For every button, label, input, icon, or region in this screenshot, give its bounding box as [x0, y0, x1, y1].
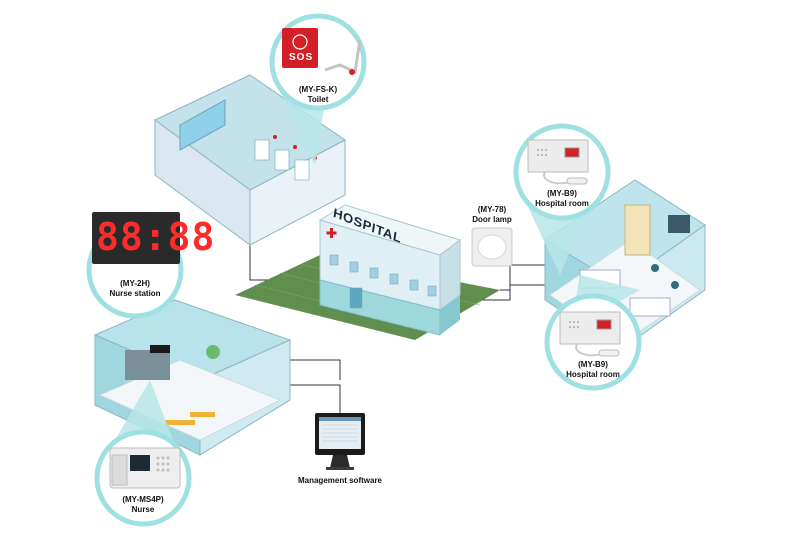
software-place: Management software [297, 476, 383, 485]
door-lamp-device [471, 227, 513, 267]
toilet-label: (MY-FS-K) Toilet [293, 85, 343, 105]
nurse-station-place: Nurse station [109, 289, 161, 298]
monitor-icon [315, 413, 365, 470]
clock-display: 88:88 [96, 215, 216, 259]
toilet-place: Toilet [307, 95, 329, 104]
bedside-unit-device-top [527, 139, 589, 185]
nurse-label: (MY-MS4P) Nurse [113, 495, 173, 515]
room-bottom-model: (MY-B9) [578, 360, 608, 369]
nurse-model: (MY-MS4P) [122, 495, 164, 504]
toilet-model: (MY-FS-K) [298, 85, 338, 94]
room-top-label: (MY-B9) Hospital room [527, 189, 597, 209]
door-lamp-place: Door lamp [472, 215, 512, 224]
nurse-place: Nurse [131, 505, 155, 514]
door-lamp-model: (MY-78) [477, 205, 507, 214]
room-top-model: (MY-B9) [547, 189, 577, 198]
bedside-unit-device-bottom [559, 311, 621, 357]
software-label: Management software [290, 476, 390, 486]
nurse-station-model: (MY-2H) [120, 279, 150, 288]
hospital-building [318, 204, 462, 336]
sos-label: SOS [289, 52, 314, 63]
led-clock-device [92, 212, 180, 264]
door-lamp-label: (MY-78) Door lamp [462, 205, 522, 225]
master-station-device [109, 447, 181, 489]
room-top-place: Hospital room [535, 199, 589, 208]
room-bottom-place: Hospital room [566, 370, 620, 379]
nurse-callout-pointer [115, 380, 175, 445]
sos-button-device [282, 28, 318, 68]
nurse-station-label: (MY-2H) Nurse station [100, 279, 170, 299]
room-bottom-label: (MY-B9) Hospital room [558, 360, 628, 380]
